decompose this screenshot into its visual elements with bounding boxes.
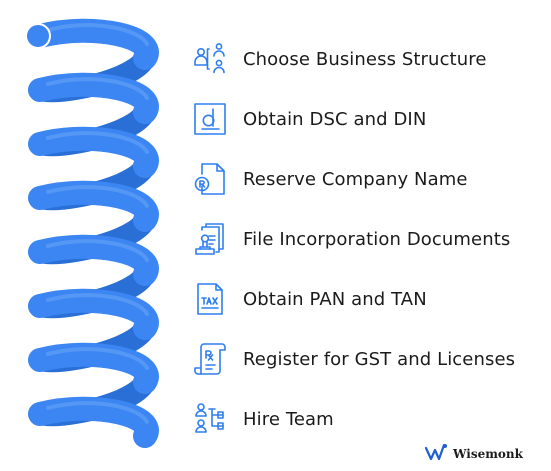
- spring-coil: [28, 342, 159, 394]
- step-obtain-pan-tan: Obtain PAN and TAN: [190, 277, 427, 321]
- step-label: File Incorporation Documents: [243, 228, 511, 250]
- step-label: Hire Team: [243, 408, 334, 430]
- spring-highlight: [46, 401, 149, 424]
- tax-document-icon: [190, 279, 230, 319]
- spring-coil: [28, 72, 159, 124]
- spring-highlight: [46, 239, 149, 262]
- step-label: Reserve Company Name: [243, 168, 468, 190]
- step-file-incorporation-documents: File Incorporation Documents: [190, 217, 510, 261]
- spring-coil: [28, 180, 159, 232]
- spring-highlight: [46, 131, 149, 154]
- spring-coil: [28, 126, 159, 178]
- spring-coil: [28, 18, 159, 70]
- step-reserve-company-name: Reserve Company Name: [190, 157, 468, 201]
- step-label: Register for GST and Licenses: [243, 348, 516, 370]
- spring-highlight: [46, 23, 149, 46]
- spring-highlight: [46, 347, 149, 370]
- team-hierarchy-icon: [190, 399, 230, 439]
- brand-name: Wisemonk: [453, 447, 523, 461]
- step-obtain-dsc-din: Obtain DSC and DIN: [190, 97, 426, 141]
- spring-highlight: [46, 293, 149, 316]
- wisemonk-brand: Wisemonk: [424, 443, 523, 465]
- step-label: Obtain PAN and TAN: [243, 288, 427, 310]
- digital-signature-icon: [190, 99, 230, 139]
- stamped-documents-icon: [190, 219, 230, 259]
- wisemonk-logo-icon: [424, 443, 449, 465]
- step-register-gst-licenses: Register for GST and Licenses: [190, 337, 515, 381]
- spring-highlight: [46, 77, 149, 100]
- step-label: Choose Business Structure: [243, 48, 487, 70]
- spring-coil: [28, 396, 159, 448]
- step-hire-team: Hire Team: [190, 397, 334, 441]
- spring-highlight: [46, 185, 149, 208]
- step-label: Obtain DSC and DIN: [243, 108, 427, 130]
- spring-coil: [28, 234, 159, 286]
- spring-coil: [28, 288, 159, 340]
- people-structure-icon: [190, 39, 230, 79]
- step-choose-business-structure: Choose Business Structure: [190, 37, 487, 81]
- spiral-spring-illustration: [25, 18, 159, 448]
- spring-end-cap: [25, 23, 51, 49]
- registered-document-icon: [190, 159, 230, 199]
- rx-license-icon: [190, 339, 230, 379]
